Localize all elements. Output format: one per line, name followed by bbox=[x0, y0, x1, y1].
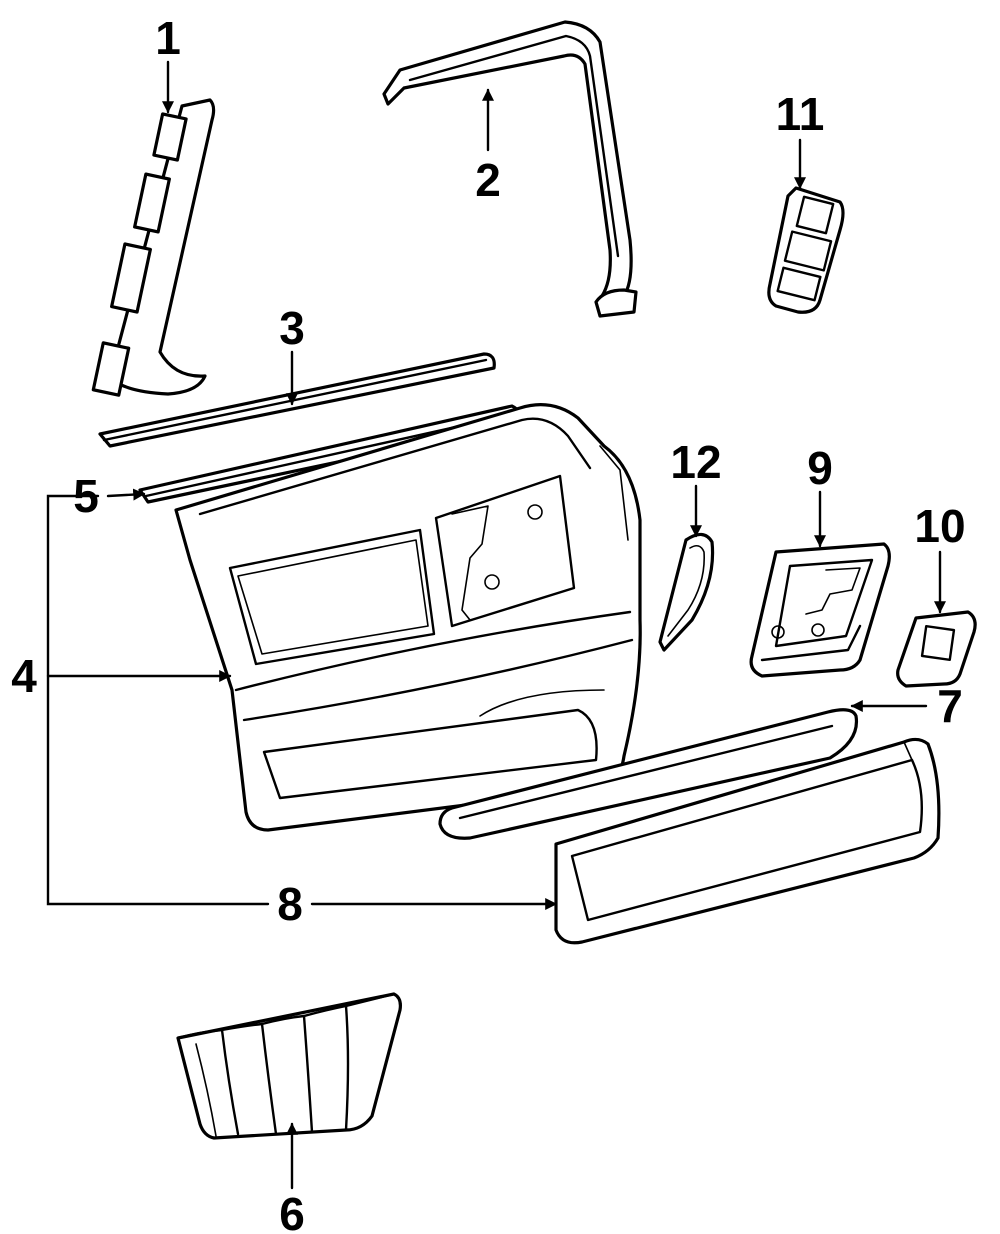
leader-5 bbox=[106, 488, 146, 501]
part-9-handle-bezel bbox=[749, 542, 891, 678]
callout-5: 5 bbox=[73, 470, 99, 522]
callout-labels: 1 2 3 4 5 6 7 8 9 10 11 12 bbox=[11, 12, 965, 1234]
callout-2: 2 bbox=[475, 154, 501, 206]
callout-9: 9 bbox=[807, 442, 833, 494]
part-10-lock-bezel bbox=[896, 610, 977, 688]
callout-1: 1 bbox=[155, 12, 181, 64]
leader-lines bbox=[46, 60, 946, 1190]
callout-4: 4 bbox=[11, 650, 37, 702]
leader-bracket bbox=[46, 494, 270, 906]
callout-10: 10 bbox=[914, 500, 965, 552]
part-2-window-channel bbox=[382, 20, 638, 318]
callout-7: 7 bbox=[937, 680, 963, 732]
part-11-window-switch bbox=[767, 186, 845, 314]
callout-3: 3 bbox=[279, 302, 305, 354]
part-7-armrest-pad bbox=[438, 708, 859, 840]
callout-8: 8 bbox=[277, 878, 303, 930]
part-1-pillar-trim bbox=[91, 98, 216, 397]
part-4-door-trim-panel bbox=[174, 403, 642, 832]
callout-11: 11 bbox=[776, 88, 825, 140]
part-8-armrest-base bbox=[554, 737, 941, 945]
part-12-trim-cover bbox=[658, 532, 715, 652]
callout-6: 6 bbox=[279, 1188, 305, 1234]
part-6-map-pocket bbox=[176, 992, 402, 1140]
callout-12: 12 bbox=[670, 436, 721, 488]
